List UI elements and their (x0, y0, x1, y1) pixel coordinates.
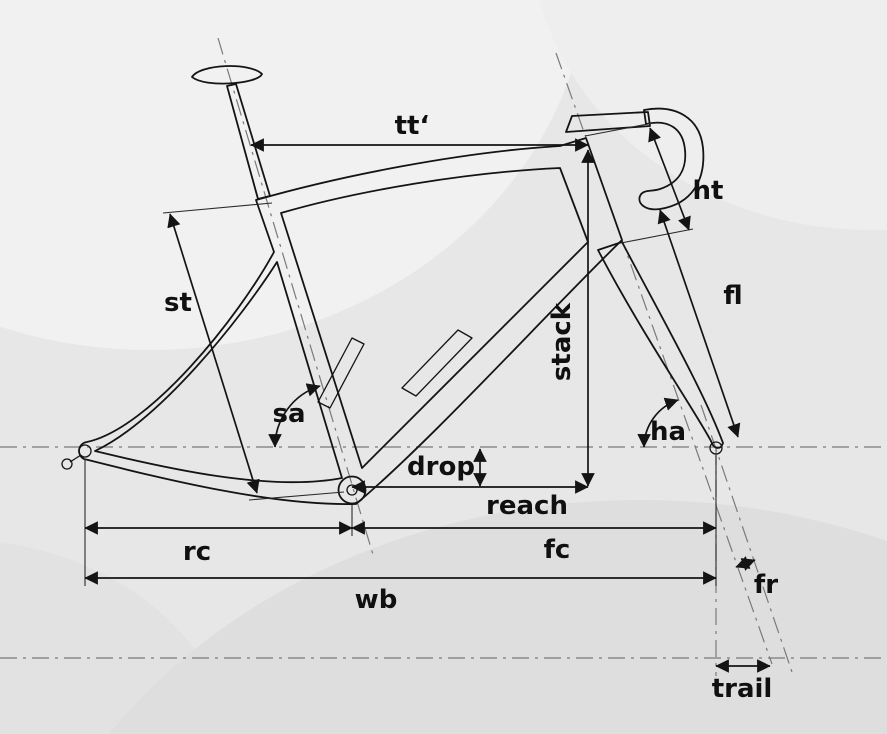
label-drop: drop (407, 452, 475, 482)
bottom-bracket-outer (337, 475, 367, 505)
dimension-lines (84, 127, 771, 673)
label-reach: reach (486, 491, 568, 521)
rear-axle-lever-arm (69, 454, 82, 463)
rear-axle-lever (61, 458, 73, 470)
front-hub (709, 441, 723, 455)
bg-topright-light (539, 0, 887, 230)
label-fr: fr (754, 570, 778, 600)
seattube-detail (317, 337, 365, 409)
label-wb: wb (355, 585, 398, 615)
stem (565, 111, 651, 133)
dim-fl-line (657, 209, 741, 438)
label-tt: tt‘ (395, 111, 430, 141)
ht-bottom-witness (620, 228, 694, 244)
rear-hub (78, 444, 92, 458)
dim-fr-line (735, 556, 756, 571)
label-fc: fc (544, 535, 571, 565)
dim-ha-arc (637, 397, 679, 448)
label-ht: ht (693, 176, 724, 206)
label-st: st (164, 288, 192, 318)
label-sa: sa (272, 399, 305, 429)
ht-top-witness (584, 122, 654, 137)
label-rc: rc (183, 537, 211, 567)
bg-bottomright-dark (109, 500, 887, 734)
seat-tube-axis (217, 37, 375, 559)
bg-topleft-light (0, 0, 588, 350)
saddle (191, 65, 263, 85)
seatpost (226, 83, 271, 200)
label-trail: trail (712, 674, 773, 704)
label-fl: fl (723, 281, 742, 311)
label-stack: stack (547, 302, 577, 381)
dimension-labels: tt‘ ht st fl stack sa ha drop reach rc f… (164, 111, 778, 704)
st-bottom-witness (248, 491, 345, 501)
dim-st-line (167, 213, 260, 494)
st-top-witness (162, 202, 273, 214)
downtube-storage-hatch (401, 329, 473, 397)
dim-sa-arc (268, 383, 321, 448)
label-ha: ha (650, 417, 686, 447)
